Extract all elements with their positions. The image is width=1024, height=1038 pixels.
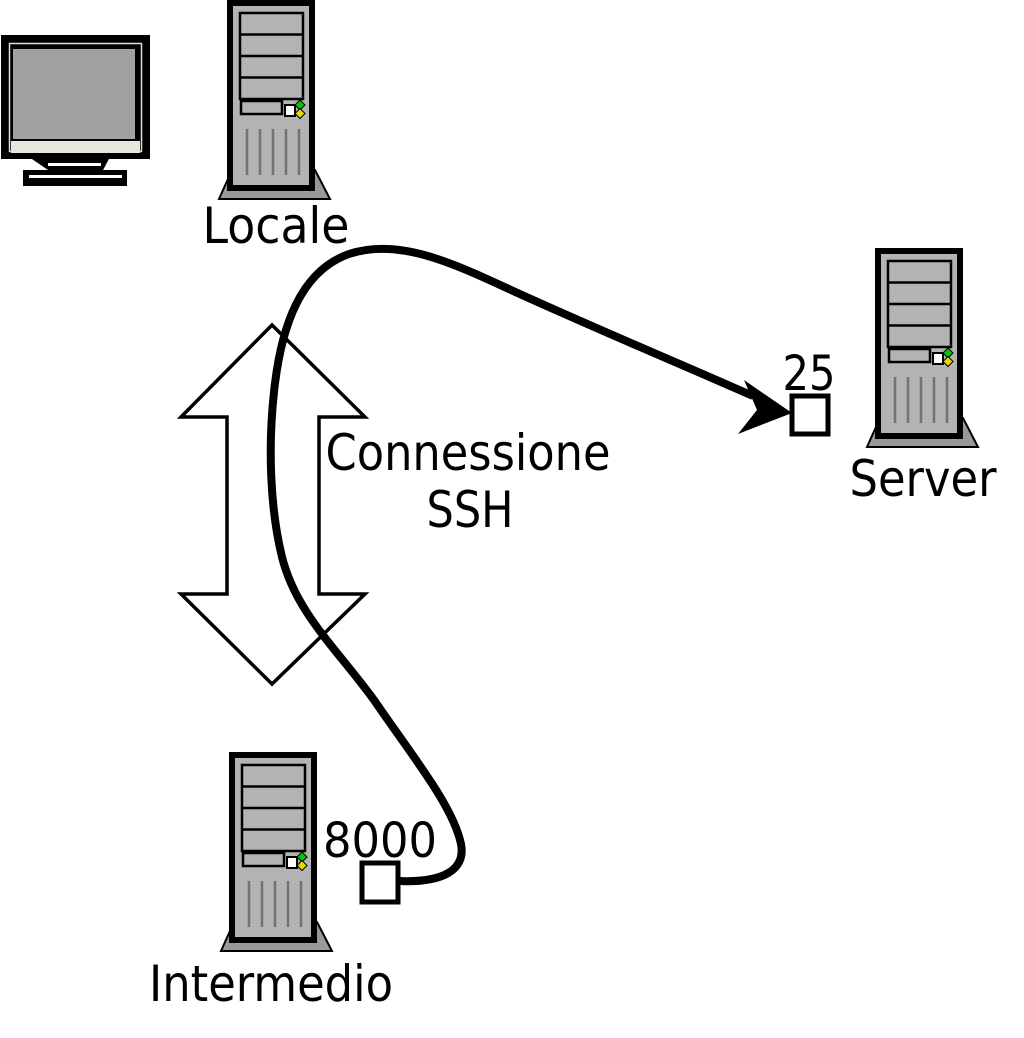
local-label: Locale <box>203 197 350 255</box>
intermediate-computer-icon <box>221 755 332 951</box>
local-computer-icon <box>219 3 330 199</box>
intermediate-label: Intermedio <box>149 955 393 1013</box>
connection-label-line2: SSH <box>427 481 514 539</box>
port-8000-box <box>359 860 401 905</box>
server-label: Server <box>850 450 997 508</box>
tunnel-curve <box>266 244 755 886</box>
crt-monitor-icon <box>1 35 150 186</box>
intermediate-port-label: 8000 <box>323 813 437 869</box>
curved-arrowhead-icon <box>738 380 792 434</box>
port-25-box <box>789 393 831 437</box>
connection-label-line1: Connessione <box>326 424 611 482</box>
server-computer-icon <box>867 251 978 447</box>
server-port-label: 25 <box>783 346 836 402</box>
